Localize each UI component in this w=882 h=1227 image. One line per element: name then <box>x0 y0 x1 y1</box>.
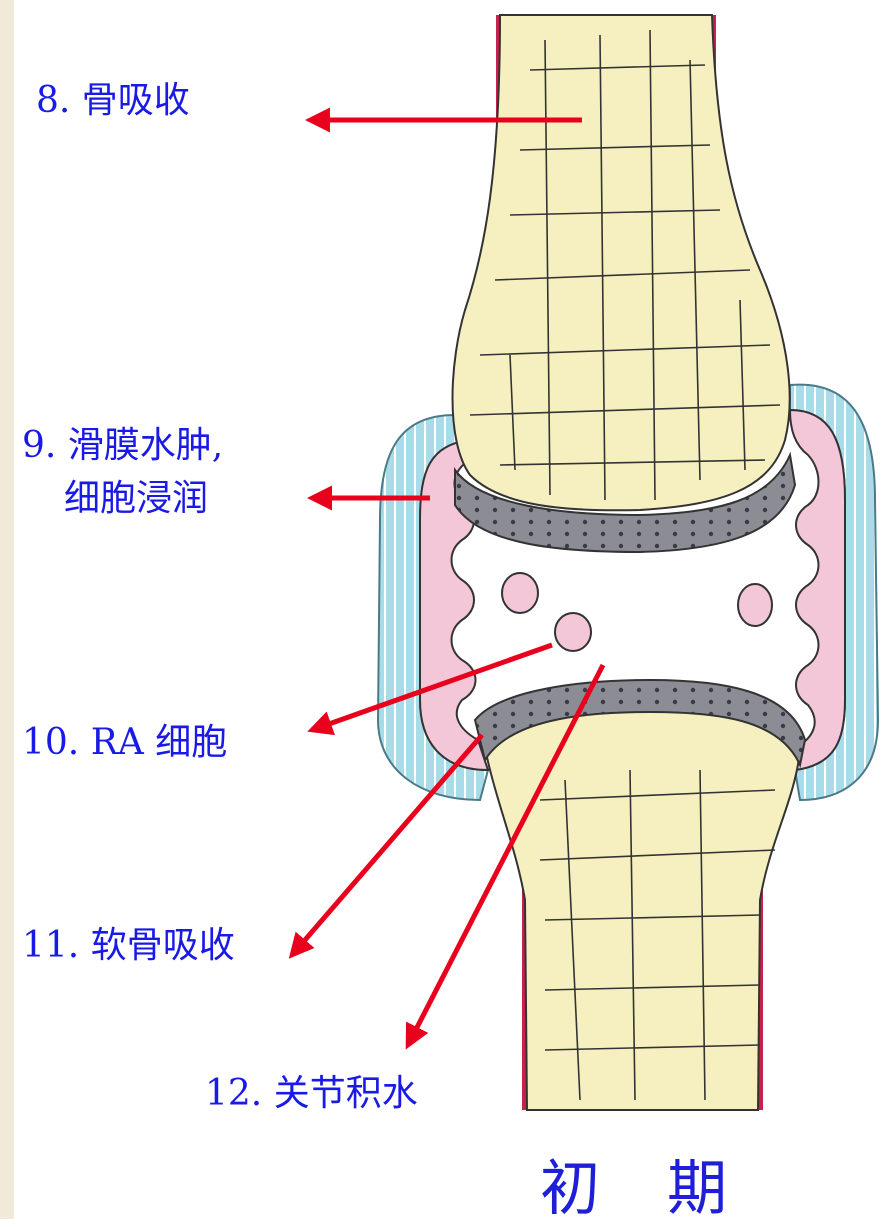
synovium-right <box>790 410 845 770</box>
stage-caption: 初 期 <box>540 1140 751 1227</box>
ra-cell <box>502 573 538 613</box>
left-border <box>0 0 14 1219</box>
label-synovial-edema-line1: 9. 滑膜水肿, <box>22 425 223 466</box>
ra-cell <box>738 584 772 626</box>
label-ra-cells: 10. RA 细胞 <box>22 722 227 763</box>
ra-cells <box>502 573 772 651</box>
upper-bone <box>453 15 790 510</box>
label-cartilage-resorption: 11. 软骨吸收 <box>22 925 235 966</box>
ra-cell <box>555 613 591 651</box>
label-bone-resorption: 8. 骨吸收 <box>36 80 190 121</box>
label-joint-effusion: 12. 关节积水 <box>205 1073 418 1114</box>
arrow-cartilage-resorption <box>292 735 482 955</box>
label-synovial-edema-line2: 细胞浸润 <box>64 478 208 519</box>
